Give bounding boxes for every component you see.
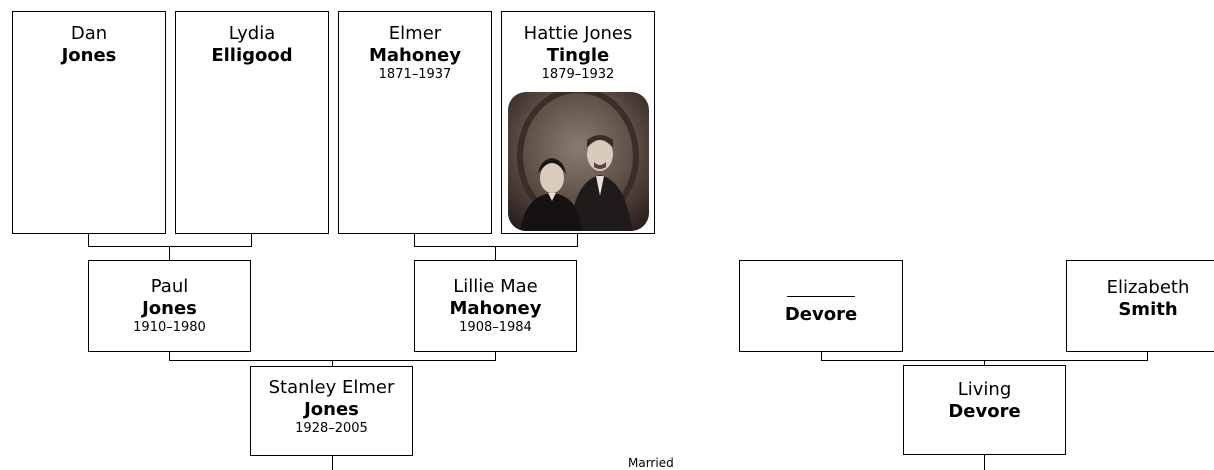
life-dates: 1928–2005 bbox=[295, 421, 368, 436]
surname: Tingle bbox=[546, 45, 610, 66]
surname: Devore bbox=[784, 304, 858, 325]
given-name: Lydia bbox=[228, 23, 276, 44]
life-dates: 1871–1937 bbox=[378, 67, 452, 82]
connector-line bbox=[1147, 352, 1148, 361]
given-name: Elizabeth bbox=[1106, 277, 1190, 298]
given-name: Elmer bbox=[388, 23, 442, 44]
connector-line bbox=[821, 352, 822, 361]
person-card-dan-jones[interactable]: Dan Jones bbox=[12, 11, 166, 234]
person-card-stanley-jones[interactable]: Stanley Elmer Jones 1928–2005 bbox=[250, 366, 413, 456]
given-name: Lillie Mae bbox=[453, 276, 538, 297]
person-card-elizabeth-smith[interactable]: Elizabeth Smith bbox=[1066, 260, 1214, 352]
surname: Mahoney bbox=[449, 298, 542, 319]
connector-line bbox=[984, 455, 985, 470]
given-name: Living bbox=[957, 379, 1012, 400]
person-card-devore-father[interactable]: Devore bbox=[739, 260, 903, 352]
person-card-paul-jones[interactable]: Paul Jones 1910–1980 bbox=[88, 260, 251, 352]
person-card-elmer-mahoney[interactable]: Elmer Mahoney 1871–1937 bbox=[338, 11, 492, 234]
connector-line bbox=[414, 234, 415, 247]
surname: Elligood bbox=[211, 45, 293, 66]
surname: Devore bbox=[948, 401, 1021, 422]
person-card-lillie-mahoney[interactable]: Lillie Mae Mahoney 1908–1984 bbox=[414, 260, 577, 352]
connector-line bbox=[495, 246, 496, 260]
connector-line bbox=[88, 246, 252, 247]
unknown-given-name-blank bbox=[787, 287, 855, 297]
life-dates: 1908–1984 bbox=[459, 320, 532, 335]
given-name: Paul bbox=[150, 276, 189, 297]
married-label: Married bbox=[628, 456, 674, 470]
connector-line bbox=[88, 234, 89, 247]
person-card-hattie-tingle[interactable]: Hattie Jones Tingle 1879–1932 bbox=[501, 11, 655, 234]
given-name: Dan bbox=[70, 23, 108, 44]
connector-line bbox=[495, 352, 496, 361]
person-card-lydia-elligood[interactable]: Lydia Elligood bbox=[175, 11, 329, 234]
given-name: Stanley Elmer bbox=[268, 377, 395, 398]
life-dates: 1879–1932 bbox=[541, 67, 615, 82]
person-card-living-devore[interactable]: Living Devore bbox=[903, 365, 1066, 455]
connector-line bbox=[414, 246, 578, 247]
connector-line bbox=[251, 234, 252, 247]
connector-line bbox=[169, 352, 170, 361]
surname: Mahoney bbox=[369, 45, 461, 66]
connector-line bbox=[332, 456, 333, 470]
connector-line bbox=[984, 360, 985, 366]
surname: Jones bbox=[142, 298, 197, 319]
portrait-photo bbox=[508, 92, 649, 231]
connector-line bbox=[169, 246, 170, 260]
surname: Smith bbox=[1118, 299, 1178, 320]
portrait-photo-image bbox=[508, 92, 649, 231]
surname: Jones bbox=[61, 45, 117, 66]
connector-line bbox=[332, 360, 333, 367]
connector-line bbox=[577, 234, 578, 247]
given-name: Hattie Jones bbox=[523, 23, 633, 44]
surname: Jones bbox=[304, 399, 359, 420]
life-dates: 1910–1980 bbox=[133, 320, 206, 335]
